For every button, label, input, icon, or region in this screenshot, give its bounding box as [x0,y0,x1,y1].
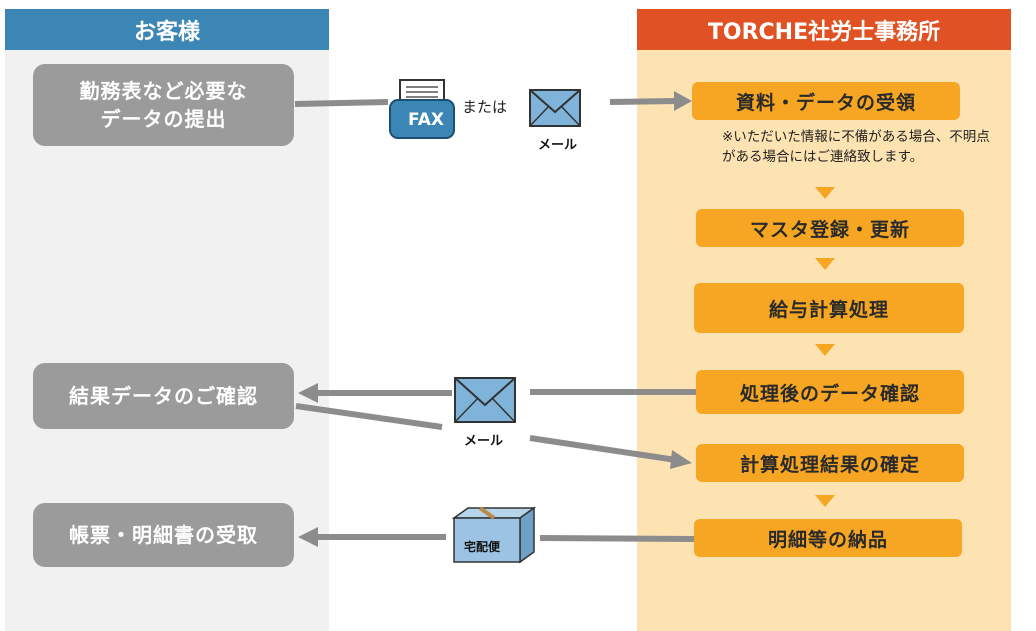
step-check-results: 結果データのご確認 [33,363,294,429]
down-triangle-icon [815,495,835,507]
delivery-arrowhead [298,527,318,547]
down-triangle-icon [815,187,835,199]
fax-icon [389,79,455,139]
delivery-label: 宅配便 [464,540,501,554]
results-arrowhead [298,383,318,403]
parcel-icon [451,506,537,564]
step-submit-data-line2: データの提出 [100,107,227,131]
confirm-line-left [295,403,443,430]
fax-label: FAX [408,110,444,130]
receive-arrowhead [674,91,692,111]
mail-label-2: メール [464,434,504,449]
office-header: TORCHE社労士事務所 [637,9,1011,50]
step-post-process-check: 処理後のデータ確認 [696,370,964,414]
receive-arrow-line [609,98,677,105]
mail-label-1: メール [538,138,578,153]
step-finalize-results: 計算処理結果の確定 [696,444,964,482]
down-triangle-icon [815,258,835,270]
confirm-line-right [529,435,677,463]
step-deliver-statements: 明細等の納品 [694,519,962,557]
confirm-arrowhead [670,450,692,469]
submit-line [294,99,389,107]
mail-icon [454,377,516,423]
mail-icon [529,89,581,127]
step-master-registration: マスタ登録・更新 [696,209,964,247]
step-submit-data-line1: 勤務表など必要な [79,79,248,103]
step-receive-materials: 資料・データの受領 [692,82,960,120]
delivery-line-right [539,535,695,542]
step-submit-data: 勤務表など必要な データの提出 [33,64,294,146]
down-triangle-icon [815,344,835,356]
or-label: または [462,98,508,116]
note-text: ※いただいた情報に不備がある場合、不明点がある場合にはご連絡致します。 [722,129,990,165]
step-payroll-processing: 給与計算処理 [694,283,964,333]
client-header: お客様 [5,9,329,50]
step-receive-documents: 帳票・明細書の受取 [33,503,294,567]
